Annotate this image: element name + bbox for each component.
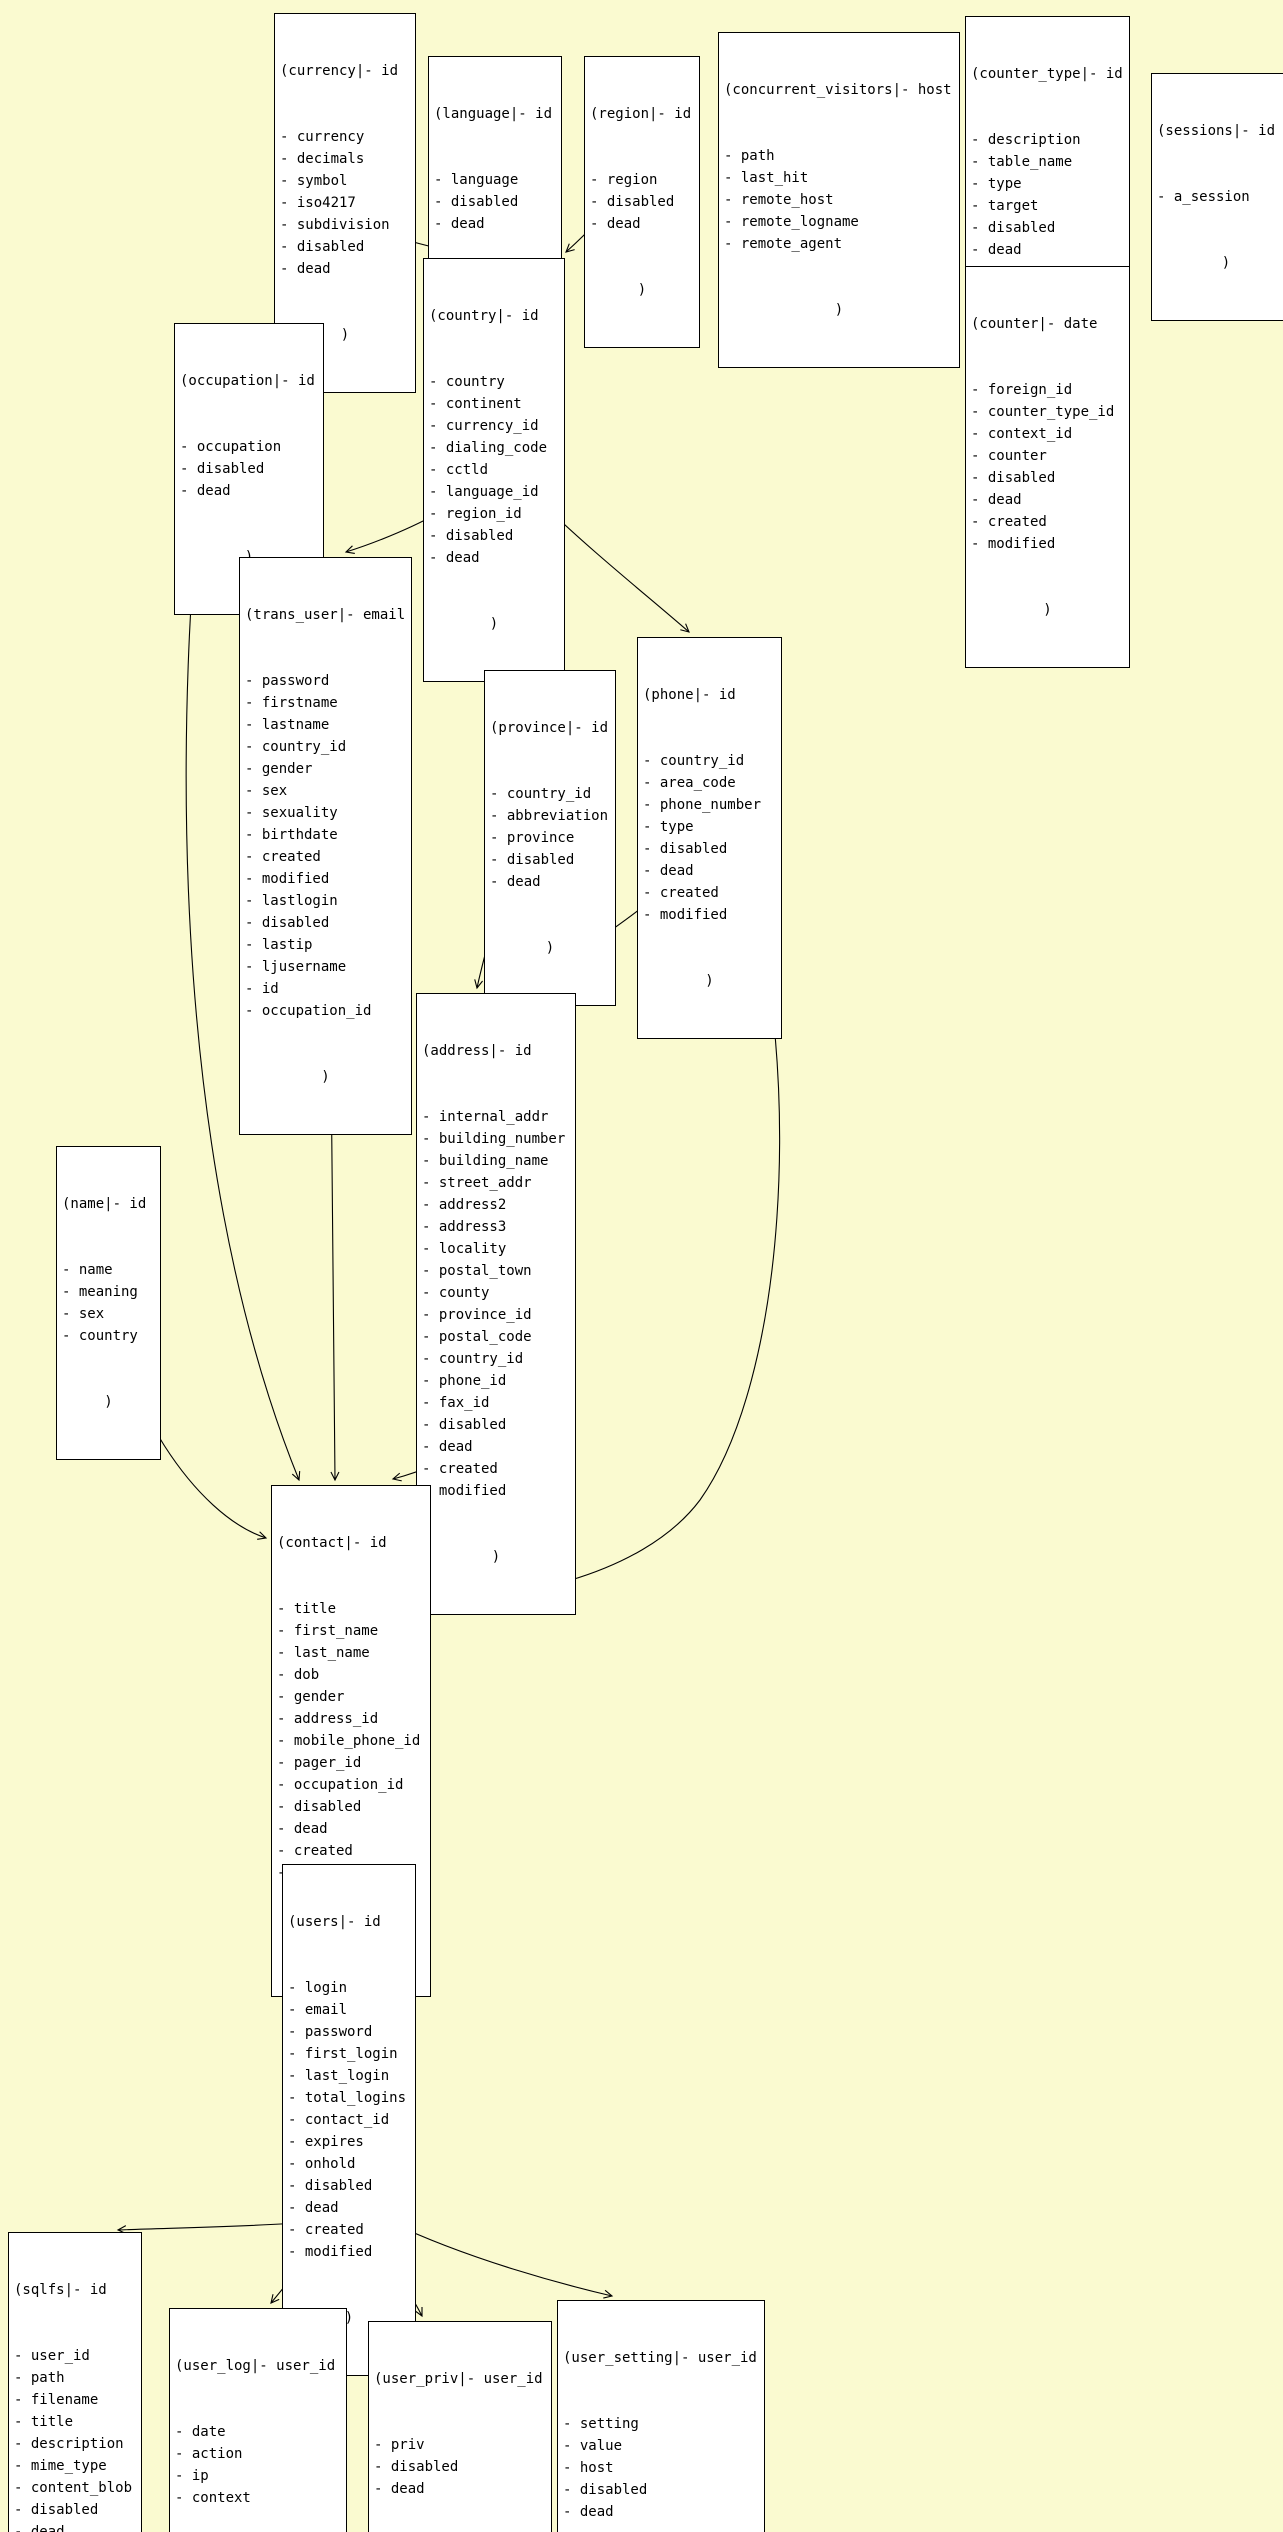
entity-sessions: (sessions|- id - a_session ) (1151, 73, 1283, 321)
entity-phone: (phone|- id - country_id - area_code - p… (637, 637, 782, 1039)
entity-name-fields: - name - meaning - sex - country (62, 1262, 138, 1344)
entity-user_log: (user_log|- user_id - date - action - ip… (169, 2308, 347, 2532)
entity-contact-fields: - title - first_name - last_name - dob -… (277, 1601, 421, 1881)
entity-concurrent_visitors: (concurrent_visitors|- host - path - las… (718, 32, 960, 368)
entity-sessions-header: (sessions|- id (1157, 123, 1276, 139)
edge-country-phone (544, 505, 690, 633)
entity-sqlfs-header: (sqlfs|- id (14, 2282, 107, 2298)
entity-province-fields: - country_id - abbreviation - province -… (490, 786, 609, 890)
entity-sessions-close: ) (1221, 255, 1231, 271)
entity-trans_user: (trans_user|- email - password - firstna… (239, 557, 412, 1135)
entity-phone-close: ) (705, 973, 714, 989)
entity-concurrent_visitors-fields: - path - last_hit - remote_host - remote… (724, 148, 859, 252)
entity-province-close: ) (545, 940, 555, 956)
entity-phone-fields: - country_id - area_code - phone_number … (643, 753, 762, 923)
entity-counter: (counter|- date - foreign_id - counter_t… (965, 266, 1130, 668)
entity-address-fields: - internal_addr - building_number - buil… (422, 1109, 566, 1499)
entity-occupation-fields: - occupation - disabled - dead (180, 439, 282, 499)
entity-sessions-fields: - a_session (1157, 189, 1250, 205)
entity-address-header: (address|- id (422, 1043, 532, 1059)
entity-user_log-fields: - date - action - ip - context (175, 2424, 251, 2506)
entity-counter_type-header: (counter_type|- id (971, 66, 1123, 82)
entity-country: (country|- id - country - continent - cu… (423, 258, 565, 682)
entity-currency-close: ) (340, 327, 350, 343)
entity-concurrent_visitors-close: ) (834, 302, 844, 318)
entity-contact-header: (contact|- id (277, 1535, 387, 1551)
entity-phone-header: (phone|- id (643, 687, 736, 703)
entity-user_setting: (user_setting|- user_id - setting - valu… (557, 2300, 765, 2532)
entity-name: (name|- id - name - meaning - sex - coun… (56, 1146, 161, 1460)
entity-country-header: (country|- id (429, 308, 539, 324)
entity-trans_user-header: (trans_user|- email (245, 607, 406, 623)
entity-language-fields: - language - disabled - dead (434, 172, 519, 232)
entity-users-fields: - login - email - password - first_login… (288, 1980, 407, 2260)
entity-concurrent_visitors-header: (concurrent_visitors|- host (724, 82, 952, 98)
entity-trans_user-fields: - password - firstname - lastname - coun… (245, 673, 372, 1019)
entity-province: (province|- id - country_id - abbreviati… (484, 670, 616, 1006)
entity-user_priv-header: (user_priv|- user_id (374, 2371, 543, 2387)
entity-name-close: ) (104, 1394, 113, 1410)
entity-currency-fields: - currency - decimals - symbol - iso4217… (280, 129, 390, 277)
entity-address-close: ) (491, 1549, 501, 1565)
entity-region-close: ) (637, 282, 647, 298)
entity-user_setting-header: (user_setting|- user_id (563, 2350, 757, 2366)
entity-counter-close: ) (1043, 602, 1052, 618)
entity-province-header: (province|- id (490, 720, 609, 736)
entity-language-header: (language|- id (434, 106, 553, 122)
entity-currency: (currency|- id - currency - decimals - s… (274, 13, 416, 393)
entity-sqlfs-fields: - user_id - path - filename - title - de… (14, 2348, 133, 2532)
entity-user_log-header: (user_log|- user_id (175, 2358, 336, 2374)
entity-users: (users|- id - login - email - password -… (282, 1864, 416, 2376)
edge-users-user_setting (389, 2221, 614, 2299)
entity-users-close: ) (344, 2310, 354, 2326)
entity-address: (address|- id - internal_addr - building… (416, 993, 576, 1615)
entity-country-close: ) (489, 616, 499, 632)
entity-region-header: (region|- id (590, 106, 692, 122)
entity-region-fields: - region - disabled - dead (590, 172, 675, 232)
entity-users-header: (users|- id (288, 1914, 381, 1930)
entity-user_setting-fields: - setting - value - host - disabled - de… (563, 2416, 648, 2520)
entity-sqlfs: (sqlfs|- id - user_id - path - filename … (8, 2232, 142, 2532)
entity-country-fields: - country - continent - currency_id - di… (429, 374, 548, 566)
entity-occupation-header: (occupation|- id (180, 373, 315, 389)
entity-region: (region|- id - region - disabled - dead … (584, 56, 700, 348)
entity-counter-fields: - foreign_id - counter_type_id - context… (971, 382, 1115, 552)
entity-trans_user-close: ) (321, 1069, 330, 1085)
entity-name-header: (name|- id (62, 1196, 147, 1212)
entity-user_priv: (user_priv|- user_id - priv - disabled -… (368, 2321, 552, 2532)
entity-currency-header: (currency|- id (280, 63, 399, 79)
entity-counter-header: (counter|- date (971, 316, 1098, 332)
entity-user_priv-fields: - priv - disabled - dead (374, 2437, 459, 2497)
entity-counter_type-fields: - description - table_name - type - targ… (971, 132, 1081, 258)
